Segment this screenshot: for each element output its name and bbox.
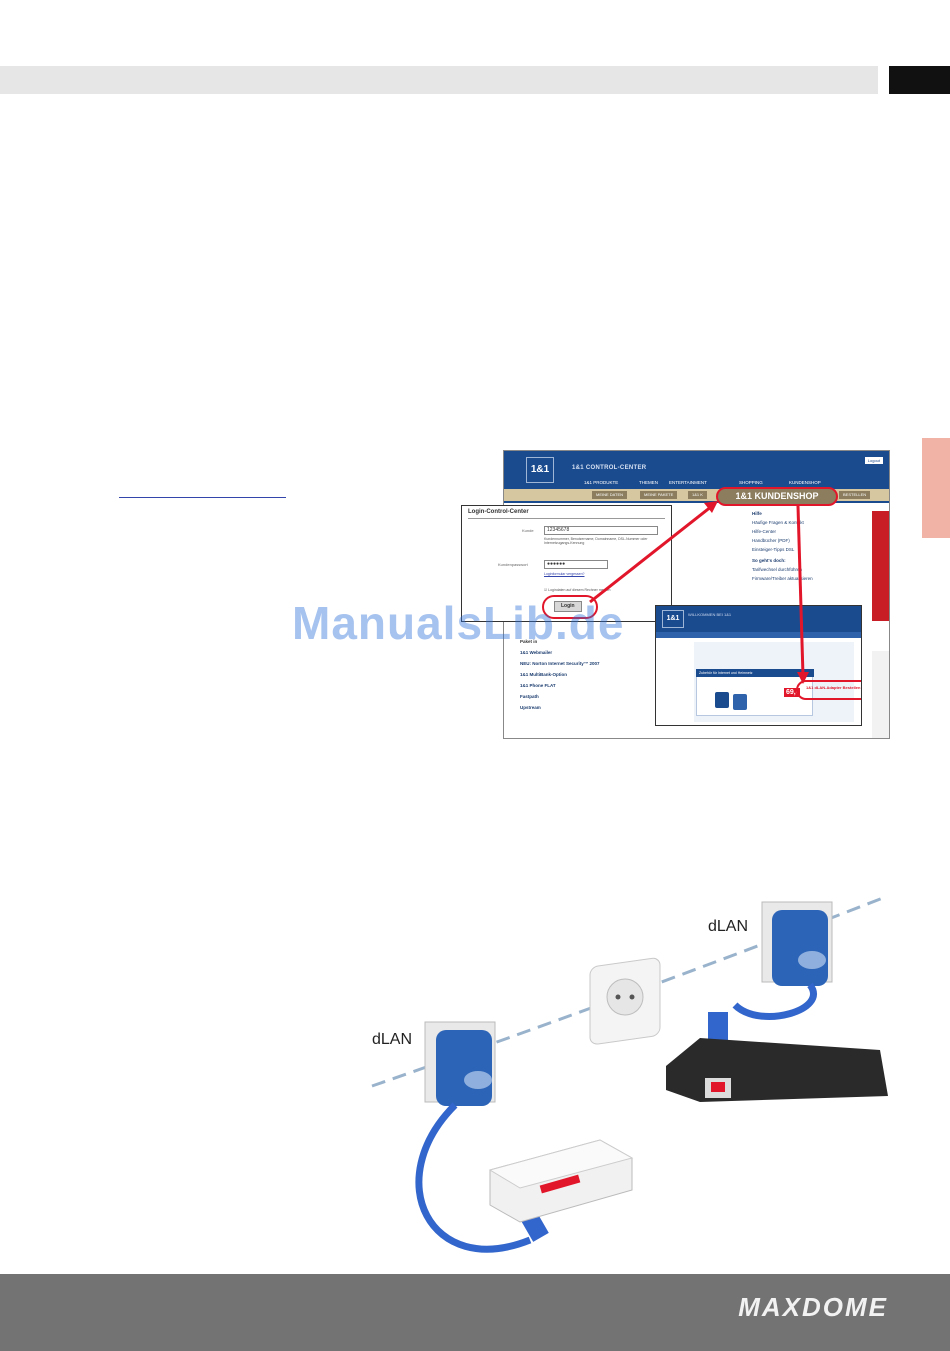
dlan-label-left: dLAN: [372, 1031, 413, 1048]
paket-item[interactable]: 1&1 MultiBank-Option: [520, 672, 567, 677]
shop-window: 1&1 WILLKOMMEN BEI 1&1 Zubehör für Inter…: [655, 605, 862, 726]
nav-shopping[interactable]: SHOPPING: [739, 480, 763, 485]
remember-checkbox-label[interactable]: ☑ Logindaten auf diesem Rechner merken: [544, 588, 611, 592]
paket-item[interactable]: Fastpath: [520, 694, 539, 699]
bestellen-button[interactable]: BESTELLEN: [839, 491, 871, 499]
user-input[interactable]: 12345678: [544, 526, 658, 535]
login-button[interactable]: Login: [554, 601, 582, 612]
ethernet-cable-left: [415, 1102, 532, 1253]
paket-item[interactable]: 1&1 Phone FLAT: [520, 683, 556, 688]
router-icon: [488, 1139, 634, 1223]
dlan-label-right: dLAN: [708, 918, 749, 935]
promo-strip: [872, 511, 889, 621]
link-underline: [119, 497, 286, 498]
logout-button[interactable]: Logout: [864, 457, 883, 464]
so-gehts-item[interactable]: Tarifwechsel durchführen: [752, 567, 803, 572]
shop-header: [656, 606, 861, 632]
paket-item[interactable]: 1&1 Webmailer: [520, 650, 553, 655]
user-label: Kunde: [522, 528, 534, 533]
login-divider: [468, 518, 665, 519]
hilfe-item[interactable]: Häufige Fragen & Kontakt: [752, 520, 804, 525]
paket-list: Paket in 1&1 Webmailer NEU: Norton Inter…: [520, 639, 600, 716]
watermark: ManualsLib.de: [292, 597, 625, 649]
so-gehts-title: So geht's doch:: [752, 558, 786, 563]
dlan-adapter-left-icon: [424, 1021, 496, 1106]
login-title: Login-Control-Center: [468, 509, 529, 515]
nav-kundenshop[interactable]: KUNDENSHOP: [789, 480, 821, 485]
order-highlight-ring: [796, 680, 861, 700]
password-input[interactable]: ●●●●●●: [544, 560, 608, 569]
header-bar: [0, 66, 878, 94]
footer: MAXDOME: [0, 1274, 950, 1351]
password-label: Kundenpasswort: [498, 562, 528, 567]
tab-meine-pakete[interactable]: MEINE PAKETE: [640, 491, 678, 499]
shop-logo: 1&1: [662, 610, 684, 628]
offer-header: Zubehör für Internet und Heimnetz: [696, 669, 814, 677]
hilfe-title: Hilfe: [752, 511, 762, 516]
chapter-tab: [922, 438, 950, 538]
hilfe-item[interactable]: Handbücher (PDF): [752, 538, 790, 543]
remember-text: Logindaten auf diesem Rechner merken: [548, 588, 611, 592]
cc-title: 1&1 CONTROL-CENTER: [572, 465, 647, 471]
shop-nav: [656, 632, 861, 638]
hilfe-panel: Hilfe Häufige Fragen & Kontakt Hilfe-Cen…: [752, 511, 852, 585]
paket-heading: Paket in: [520, 639, 538, 644]
paket-item[interactable]: NEU: Norton Internet Security™ 2007: [520, 661, 600, 666]
nav-themen[interactable]: THEMEN: [639, 480, 658, 485]
arrow-head-icon: [797, 672, 809, 684]
ethernet-cable-right: [732, 982, 817, 1020]
wall-socket-icon: [589, 957, 661, 1045]
so-gehts-item[interactable]: Firmware/Treiber aktualisieren: [752, 576, 813, 581]
dlan-adapter-right-icon: [761, 901, 833, 986]
nav-entertainment[interactable]: ENTERTAINMENT: [669, 480, 707, 485]
tab-kundenshop-short[interactable]: 1&1 K: [688, 491, 707, 499]
paket-item[interactable]: Upstream: [520, 705, 541, 710]
login-highlight-ring: [542, 595, 598, 619]
order-adapter-button[interactable]: 1&1 dLAN-Adapter Bestellen: [806, 685, 861, 690]
section-tab: [889, 66, 950, 94]
price-badge: 69,-: [784, 688, 801, 697]
hilfe-item[interactable]: Hilfe-Center: [752, 529, 777, 534]
shop-title: WILLKOMMEN BEI 1&1: [688, 612, 732, 617]
kundenshop-button[interactable]: 1&1 KUNDENSHOP: [716, 487, 838, 506]
nav-produkte[interactable]: 1&1 PRODUKTE: [584, 480, 619, 485]
hilfe-item[interactable]: Einsteiger-Tipps DSL: [752, 547, 795, 552]
adapter-product-icon: [715, 692, 747, 710]
brand-logo: 1&1: [526, 457, 554, 483]
maxdome-logo: MAXDOME: [738, 1292, 888, 1322]
tab-meine-daten[interactable]: MEINE DATEN: [592, 491, 628, 499]
login-window: Login-Control-Center Kunde 12345678 Kund…: [461, 505, 672, 622]
forgot-link[interactable]: Loginformular vergessen?: [544, 572, 585, 576]
user-hint: Kundennummer, Benutzername, Domainname, …: [544, 537, 648, 545]
promo-strip-lower: [872, 651, 889, 738]
arrow-head-icon: [704, 501, 718, 513]
set-top-box-icon: [666, 1038, 888, 1102]
red-arrows: [589, 501, 809, 684]
